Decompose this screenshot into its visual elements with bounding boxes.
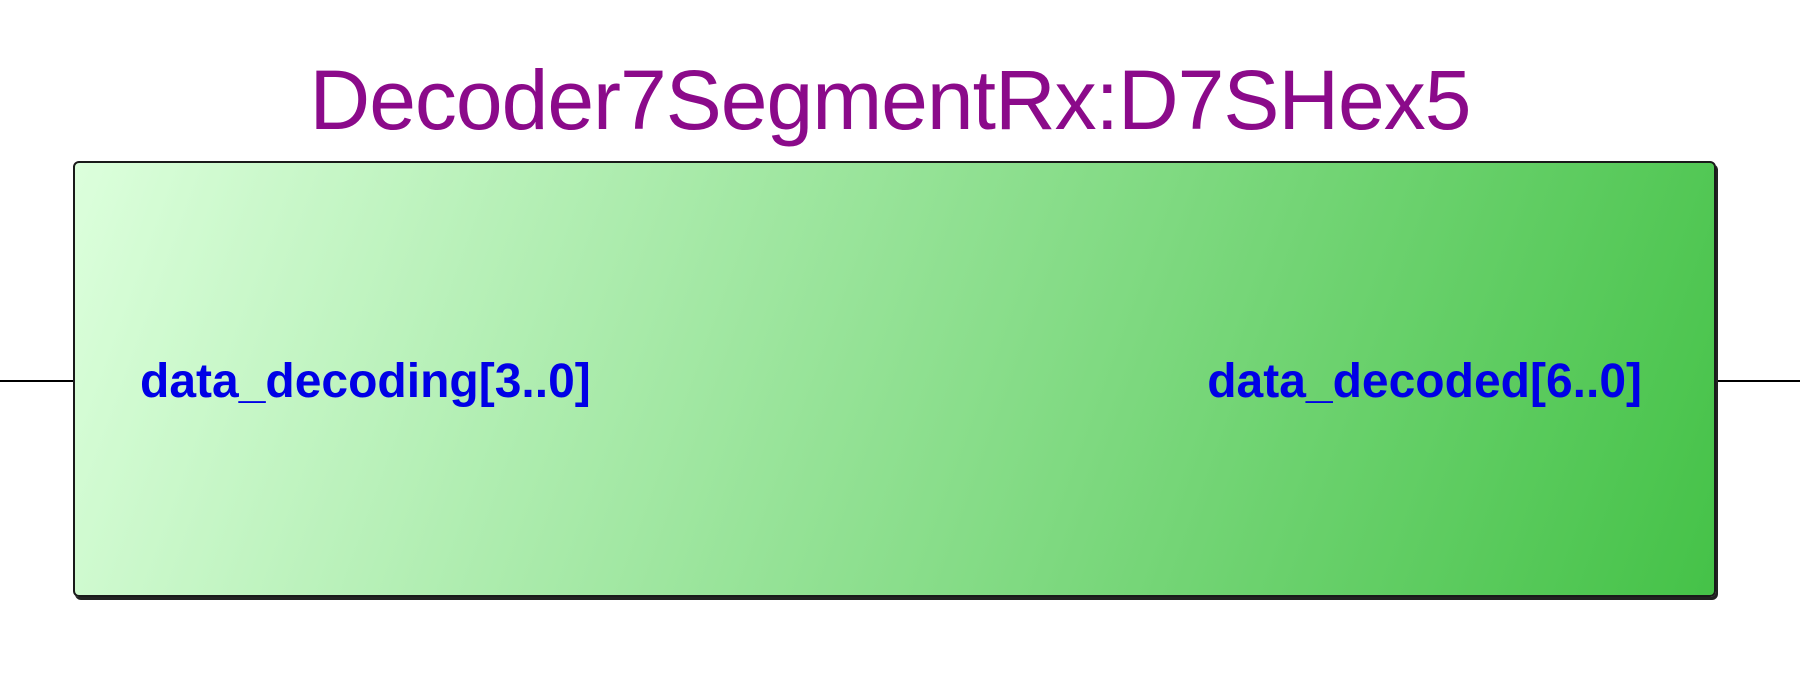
output-wire [1716,380,1800,382]
input-wire [0,380,73,382]
block-body[interactable] [73,161,1716,597]
output-port-label: data_decoded[6..0] [1207,355,1642,408]
input-port-label: data_decoding[3..0] [140,355,591,408]
block-title: Decoder7SegmentRx:D7SHex5 [309,53,1472,147]
